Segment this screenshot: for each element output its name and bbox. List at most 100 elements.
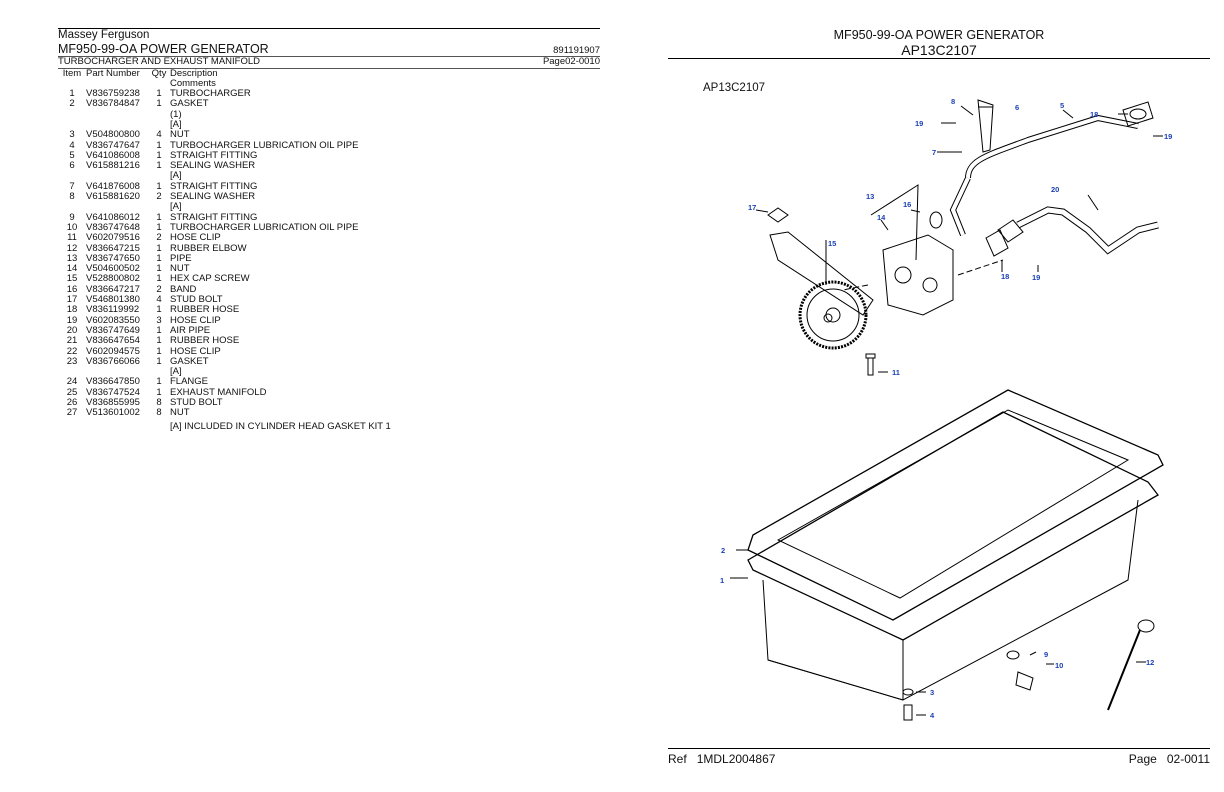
parts-table: Item Part Number Qty Description Comment… bbox=[58, 67, 359, 419]
cell-qty: 1 bbox=[156, 304, 162, 316]
callout-19-left: 19 bbox=[915, 119, 923, 128]
cell-description: RUBBER HOSE bbox=[170, 335, 240, 347]
cell-part-number: V836747524 bbox=[86, 386, 140, 398]
cell-part-number: V836119992 bbox=[86, 304, 140, 316]
cell-qty: 1 bbox=[156, 386, 162, 398]
cell-description: TURBOCHARGER bbox=[170, 88, 251, 100]
callout-12: 12 bbox=[1146, 658, 1154, 667]
cell-part-number: V836647217 bbox=[86, 283, 140, 295]
footer-ref: Ref 1MDL2004867 bbox=[668, 752, 775, 766]
cell-description: TURBOCHARGER LUBRICATION OIL PIPE bbox=[170, 139, 359, 151]
cell-description: HOSE CLIP bbox=[170, 314, 221, 326]
cell-description: FLANGE bbox=[170, 376, 209, 388]
cell-description: STRAIGHT FITTING bbox=[170, 211, 258, 223]
cell-qty: 1 bbox=[156, 221, 162, 233]
cell-part-number: V602083550 bbox=[86, 314, 140, 326]
diagram-header: MF950-99-OA POWER GENERATOR AP13C2107 bbox=[668, 28, 1210, 58]
cell-part-number: V836747649 bbox=[86, 324, 140, 336]
exploded-parts-diagram: 8 6 5 18 19 19 7 20 13 17 16 14 15 18 19… bbox=[720, 97, 1172, 721]
table-row: [A] bbox=[58, 118, 358, 130]
footer-page-label: Page bbox=[1128, 752, 1157, 766]
cell-item: 25 bbox=[66, 386, 78, 398]
cell-description: NUT bbox=[170, 263, 190, 275]
cell-part-number: V513601002 bbox=[86, 407, 140, 419]
cell-item bbox=[58, 110, 86, 120]
section-bar: TURBOCHARGER AND EXHAUST MANIFOLD Page02… bbox=[58, 56, 600, 69]
cell-qty: 1 bbox=[156, 355, 162, 367]
footer-page-value: 02-0011 bbox=[1166, 752, 1210, 766]
cell-qty: 4 bbox=[156, 129, 162, 141]
callout-18-top: 18 bbox=[1090, 110, 1098, 119]
diagram-header-rule bbox=[668, 58, 1210, 59]
cell-part-number: V602079516 bbox=[86, 232, 140, 244]
page-reference: Page02-0010 bbox=[542, 56, 600, 67]
cell-description: (1) bbox=[170, 108, 182, 120]
callout-19: 19 bbox=[1032, 273, 1040, 282]
cell-part-number: V836766066 bbox=[86, 355, 140, 367]
cell-item: 26 bbox=[66, 397, 78, 408]
footnote: [A] INCLUDED IN CYLINDER HEAD GASKET KIT… bbox=[170, 420, 391, 432]
parts-list-panel: Massey Ferguson MF950-99-OA POWER GENERA… bbox=[58, 28, 600, 432]
callout-10: 10 bbox=[1055, 661, 1063, 670]
cell-item: 11 bbox=[67, 232, 77, 244]
cell-item: 4 bbox=[69, 139, 75, 151]
cell-part-number: V836647654 bbox=[86, 335, 140, 347]
cell-part-number: V602094575 bbox=[86, 345, 140, 357]
cell-description: TURBOCHARGER LUBRICATION OIL PIPE bbox=[170, 221, 359, 233]
cell-description: BAND bbox=[170, 283, 197, 295]
cell-item: 1 bbox=[69, 88, 75, 100]
column-header-item: Item bbox=[62, 67, 82, 79]
diagram-title: MF950-99-OA POWER GENERATOR bbox=[833, 28, 1045, 42]
callout-7: 7 bbox=[932, 148, 936, 157]
cell-part-number: V836784847 bbox=[86, 98, 140, 110]
cell-part-number bbox=[86, 110, 148, 120]
cell-description: NUT bbox=[170, 129, 190, 141]
cell-qty: 4 bbox=[156, 294, 162, 306]
footer-ref-value: 1MDL2004867 bbox=[696, 752, 776, 766]
cell-qty: 1 bbox=[156, 345, 162, 357]
cell-qty: 2 bbox=[156, 283, 162, 295]
cell-qty: 1 bbox=[156, 88, 162, 100]
table-row: (1) bbox=[58, 108, 358, 120]
cell-item: 21 bbox=[66, 335, 78, 347]
callout-20: 20 bbox=[1051, 185, 1059, 194]
cell-part-number: V836647215 bbox=[86, 242, 140, 254]
callout-11: 11 bbox=[892, 368, 900, 377]
cell-qty: 8 bbox=[156, 407, 162, 419]
cell-item: 27 bbox=[66, 407, 78, 419]
cell-item: 7 bbox=[69, 180, 75, 192]
cell-qty: 8 bbox=[156, 397, 162, 408]
cell-item: 22 bbox=[66, 345, 78, 357]
diagram-line-art bbox=[730, 99, 1164, 721]
cell-description: HOSE CLIP bbox=[170, 345, 221, 357]
cell-part-number: V836855995 bbox=[86, 397, 140, 408]
cell-qty: 1 bbox=[156, 149, 162, 161]
cell-qty: 1 bbox=[156, 376, 162, 388]
cell-description: GASKET bbox=[170, 355, 209, 367]
callout-17: 17 bbox=[748, 203, 756, 212]
cell-description: [A] bbox=[170, 118, 182, 130]
cell-item: 19 bbox=[66, 314, 78, 326]
cell-qty: 1 bbox=[156, 160, 162, 172]
cell-description: NUT bbox=[170, 407, 190, 419]
document-code: 891191907 bbox=[553, 44, 600, 56]
column-header-part-number: Part Number bbox=[86, 67, 140, 79]
table-row: [A] bbox=[58, 171, 358, 182]
callout-3: 3 bbox=[930, 688, 934, 697]
cell-item: 3 bbox=[69, 129, 75, 141]
cell-item: 17 bbox=[66, 294, 78, 306]
